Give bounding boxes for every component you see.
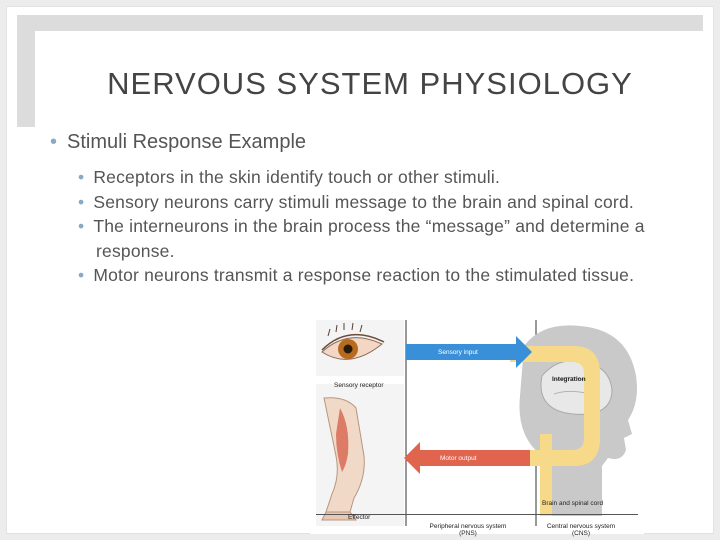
sensory-input-label: Sensory input (438, 349, 478, 356)
sub-bullet-text: Sensory neurons carry stimuli message to… (93, 191, 634, 212)
motor-output-label: Motor output (440, 455, 477, 462)
sensory-receptor-label: Sensory receptor (334, 382, 384, 389)
reflex-arc-figure: Sensory receptor Sensory input Integrati… (310, 316, 644, 537)
leg-illustration (321, 397, 365, 521)
motor-output-arrow (404, 442, 530, 474)
main-bullet-text: Stimuli Response Example (67, 131, 307, 153)
brain-spinal-label: Brain and spinal cord (542, 500, 604, 507)
sub-bullet-text: The interneurons in the brain process th… (93, 216, 645, 261)
title-box: NERVOUS SYSTEM PHYSIOLOGY (35, 31, 705, 127)
figure-drawing (310, 316, 644, 534)
bullet-marker: • (78, 216, 85, 236)
bullet-marker: • (78, 191, 85, 212)
slide-title: NERVOUS SYSTEM PHYSIOLOGY (107, 66, 633, 101)
pns-label: Peripheral nervous system (PNS) (429, 523, 507, 537)
effector-label: Effector (348, 514, 371, 521)
bullet-marker: • (78, 265, 85, 285)
main-bullet: • Stimuli Response Example (50, 131, 306, 154)
sub-bullet: • Motor neurons transmit a response react… (78, 263, 653, 288)
title-band: NERVOUS SYSTEM PHYSIOLOGY (17, 15, 705, 127)
cns-label: Central nervous system (CNS) (546, 523, 616, 537)
sub-bullet-list: • Receptors in the skin identify touch or… (78, 165, 653, 288)
sub-bullet: • Sensory neurons carry stimuli message t… (78, 190, 653, 215)
sub-bullet-text: Motor neurons transmit a response reacti… (93, 265, 635, 285)
sub-bullet: • Receptors in the skin identify touch or… (78, 165, 653, 190)
sub-bullet: • The interneurons in the brain process t… (78, 214, 653, 263)
eye-icon (321, 322, 385, 360)
sub-bullet-text: Receptors in the skin identify touch or … (93, 167, 501, 187)
bullet-marker: • (50, 131, 58, 153)
integration-label: Integration (552, 376, 586, 383)
sensory-input-arrow (406, 336, 532, 368)
bullet-marker: • (78, 167, 85, 187)
